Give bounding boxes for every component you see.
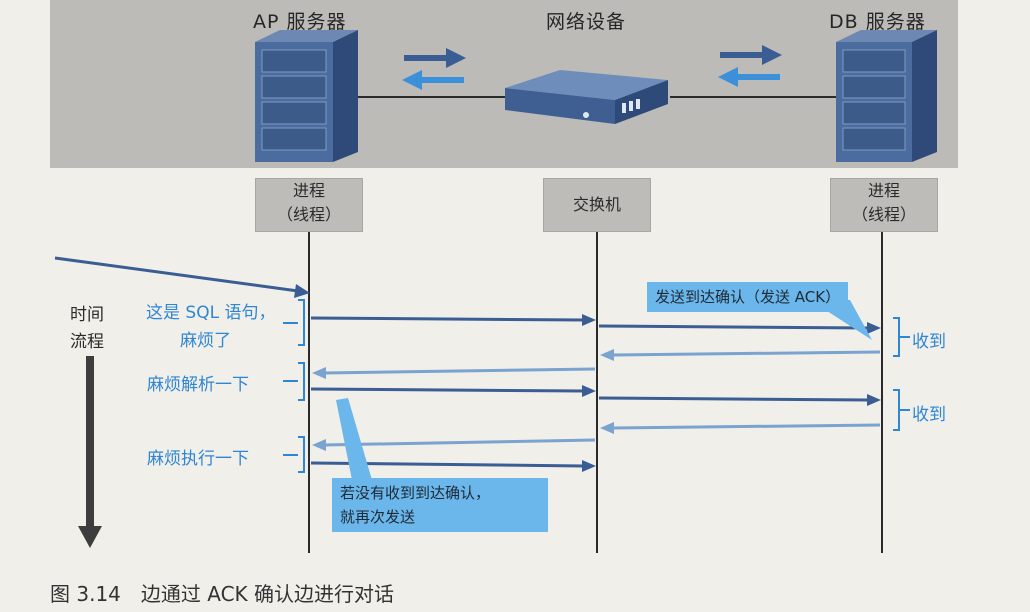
execute-annotation: 麻烦执行一下	[147, 449, 249, 469]
db-server-label: DB 服务器	[829, 11, 926, 33]
figure-caption: 图 3.14 边通过 ACK 确认边进行对话	[50, 578, 414, 607]
db-process-line2: （线程）	[851, 205, 916, 224]
ack-switch-to-ap	[312, 367, 596, 379]
bracket-execute	[298, 436, 305, 473]
resend-callout-tail	[336, 398, 372, 480]
message-parse-switch-to-db	[598, 394, 881, 406]
switch-box: 交换机	[543, 178, 651, 232]
ap-process-line2: （线程）	[276, 205, 341, 224]
ack-callout: 发送到达确认（发送 ACK）	[647, 282, 849, 312]
time-flow-line2: 流程	[70, 332, 104, 352]
db-process-box: 进程 （线程）	[830, 178, 938, 232]
db-process-line1: 进程	[867, 181, 900, 200]
sql-annotation-line1: 这是 SQL 语句，	[146, 303, 276, 323]
message-sql-switch-to-db	[598, 322, 881, 334]
figure-number: 图 3.14	[50, 582, 121, 606]
ack-db-to-switch	[600, 349, 881, 361]
received-annotation-2: 收到	[912, 405, 946, 425]
ack-callout-text: 发送到达确认（发送 ACK）	[655, 288, 841, 306]
infrastructure-band	[50, 0, 958, 168]
network-device-label: 网络设备	[546, 11, 627, 33]
ap-server-icon	[255, 30, 358, 162]
ack2-switch-to-ap	[312, 438, 596, 451]
resend-callout-line1: 若没有收到到达确认，	[340, 484, 491, 502]
right-exchange-arrows-icon	[718, 45, 782, 87]
bracket-received-1	[893, 317, 900, 357]
network-switch-icon	[505, 70, 668, 124]
bracket-received-2	[893, 389, 900, 431]
parse-annotation: 麻烦解析一下	[147, 375, 249, 395]
ack2-db-to-switch	[600, 422, 881, 434]
ap-server-label: AP 服务器	[253, 11, 347, 33]
sql-annotation-line2: 麻烦了	[180, 331, 231, 351]
incoming-request-arrow	[54, 256, 310, 298]
bracket-parse	[298, 362, 305, 401]
received-annotation-1: 收到	[912, 332, 946, 352]
resend-callout: 若没有收到到达确认， 就再次发送	[332, 478, 548, 532]
time-flow-line1: 时间	[70, 305, 104, 325]
left-exchange-arrows-icon	[402, 48, 466, 90]
bracket-sql	[298, 299, 305, 346]
switch-label: 交换机	[572, 195, 621, 214]
figure-caption-text: 边通过 ACK 确认边进行对话	[140, 582, 395, 606]
ap-process-line1: 进程	[292, 181, 325, 200]
ap-process-box: 进程 （线程）	[255, 178, 363, 232]
message-sql-ap-to-switch	[310, 314, 596, 326]
db-server-icon	[836, 30, 937, 162]
time-flow-arrow	[78, 356, 102, 548]
message-parse-ap-to-switch	[310, 385, 596, 397]
resend-callout-line2: 就再次发送	[340, 508, 416, 526]
